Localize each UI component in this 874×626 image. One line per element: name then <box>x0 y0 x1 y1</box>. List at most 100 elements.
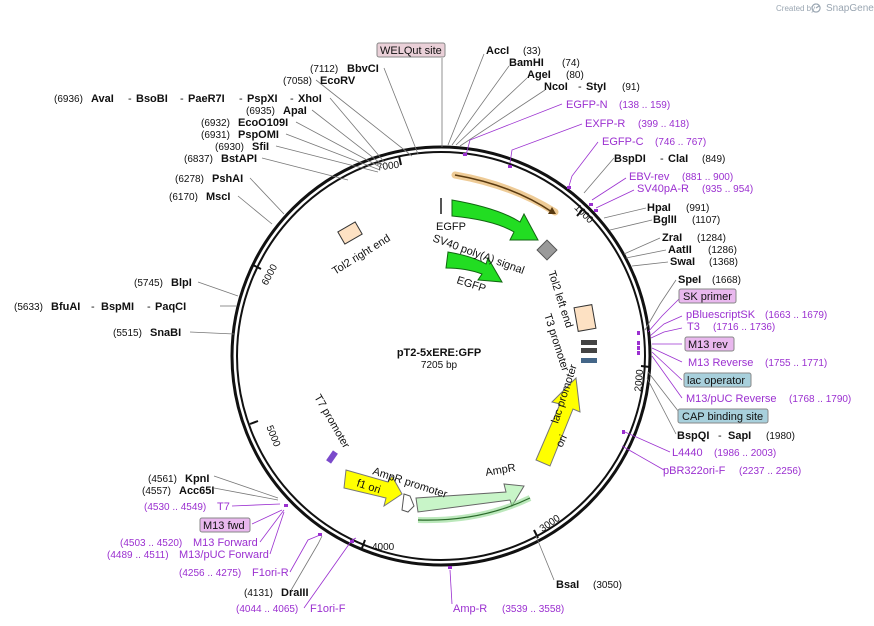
enzyme-bsai: BsaI (3050) <box>556 579 622 591</box>
enzyme-zrai: ZraI (1284) <box>662 232 726 244</box>
created-by-text: Created by <box>776 4 815 13</box>
svg-text:SV40pA-R: SV40pA-R <box>637 183 689 195</box>
svg-text:(746 .. 767): (746 .. 767) <box>655 137 706 148</box>
leader-lines <box>189 53 683 609</box>
primer-m13-forward: (4503 .. 4520) M13 Forward <box>120 537 258 549</box>
enzyme-snabi: (5515) SnaBI <box>113 327 181 339</box>
svg-text:KpnI: KpnI <box>185 473 209 485</box>
svg-text:(74): (74) <box>562 58 580 69</box>
svg-text:AccI: AccI <box>486 45 509 57</box>
svg-text:CAP binding site: CAP binding site <box>682 411 763 423</box>
enzyme-bbvci: (7112) BbvCI <box>310 63 379 75</box>
plasmid-name: pT2-5xERE:GFP <box>397 347 481 359</box>
svg-text:BbvCI: BbvCI <box>347 63 379 75</box>
svg-text:(4503 .. 4520): (4503 .. 4520) <box>120 538 182 549</box>
svg-text:PspOMI: PspOMI <box>238 129 279 141</box>
svg-text:ZraI: ZraI <box>662 232 682 244</box>
svg-text:-: - <box>718 430 722 442</box>
enzyme-msci: (6170) MscI <box>169 191 230 203</box>
enzyme-bspqi: BspQI - SapI (1980) <box>677 430 795 442</box>
svg-text:(1107): (1107) <box>692 215 720 226</box>
primer-t7: (4530 .. 4549) T7 <box>144 501 230 513</box>
primer-pbluescriptsk: pBluescriptSK (1663 .. 1679) <box>686 309 827 321</box>
svg-text:(4131): (4131) <box>244 588 273 599</box>
lac-operator-mark <box>581 348 597 353</box>
label-ori: ori <box>554 433 570 449</box>
svg-text:(138 .. 159): (138 .. 159) <box>619 100 670 111</box>
enzyme-blpi: (5745) BlpI <box>134 277 192 289</box>
svg-text:(881 .. 900): (881 .. 900) <box>682 172 733 183</box>
svg-text:(4489 .. 4511): (4489 .. 4511) <box>107 550 169 561</box>
svg-text:pBluescriptSK: pBluescriptSK <box>686 309 756 321</box>
svg-text:WELQut site: WELQut site <box>380 45 442 57</box>
svg-text:pBR322ori-F: pBR322ori-F <box>663 465 726 477</box>
enzyme-kpni: (4561) KpnI <box>148 473 209 485</box>
svg-text:(7058): (7058) <box>283 76 312 87</box>
primer-m13puc-reverse: M13/pUC Reverse (1768 .. 1790) <box>686 393 851 405</box>
svg-text:(1286): (1286) <box>708 245 737 256</box>
enzyme-ecoo109i: (6932) EcoO109I <box>201 117 288 129</box>
svg-text:BspMI: BspMI <box>101 301 134 313</box>
svg-text:XhoI: XhoI <box>298 93 322 105</box>
enzyme-apai: (6935) ApaI <box>246 105 307 117</box>
f1-ori-feature-arrow <box>343 469 403 508</box>
svg-text:BglII: BglII <box>653 214 677 226</box>
svg-text:NcoI: NcoI <box>544 81 568 93</box>
svg-text:(6170): (6170) <box>169 192 198 203</box>
svg-text:(5633): (5633) <box>14 302 43 313</box>
scale-ticks <box>249 155 651 549</box>
svg-text:AvaI: AvaI <box>91 93 114 105</box>
svg-text:M13 fwd: M13 fwd <box>203 520 245 532</box>
snapgene-logo-icon <box>811 3 821 13</box>
svg-text:lac operator: lac operator <box>687 375 745 387</box>
svg-text:(1768 .. 1790): (1768 .. 1790) <box>789 394 851 405</box>
welqut-site-label: WELQut site <box>376 42 446 58</box>
brand-name: SnapGene <box>826 3 874 14</box>
svg-text:PaeR7I: PaeR7I <box>188 93 225 105</box>
sk-primer-label: SK primer <box>678 288 737 304</box>
tick-label-5000: 5000 <box>263 424 282 449</box>
enzyme-draiii: (4131) DraIII <box>244 587 309 599</box>
tick-label-6000: 6000 <box>260 262 280 287</box>
svg-text:L4440: L4440 <box>672 447 703 459</box>
tick-label-4000: 4000 <box>372 542 395 553</box>
label-egfp-outer: EGFP <box>436 221 466 233</box>
svg-text:HpaI: HpaI <box>647 202 671 214</box>
svg-text:EBV-rev: EBV-rev <box>629 171 670 183</box>
tick-2000 <box>640 365 651 368</box>
svg-text:(1980): (1980) <box>766 431 795 442</box>
svg-text:(1368): (1368) <box>709 257 738 268</box>
t7-promoter-mark <box>326 450 338 464</box>
backbone-inner-ring <box>236 151 646 561</box>
egfp-feature-arrow <box>451 199 539 241</box>
enzyme-pspomi: (6931) PspOMI <box>201 129 279 141</box>
primer-exfp-r: EXFP-R (399 .. 418) <box>585 118 689 130</box>
tick-5000 <box>249 420 259 425</box>
snapgene-brand: Created by SnapGene <box>776 3 874 14</box>
enzyme-acc65i: (4557) Acc65I <box>142 485 214 497</box>
svg-text:(1755 .. 1771): (1755 .. 1771) <box>765 358 827 369</box>
svg-text:-: - <box>290 93 294 105</box>
svg-text:(6837): (6837) <box>184 154 213 165</box>
svg-text:(5515): (5515) <box>113 328 142 339</box>
svg-text:(5745): (5745) <box>134 278 163 289</box>
svg-text:(91): (91) <box>622 82 640 93</box>
tick-6000 <box>252 264 262 270</box>
svg-text:EcoRV: EcoRV <box>320 75 356 87</box>
svg-text:ClaI: ClaI <box>668 153 688 165</box>
svg-text:BlpI: BlpI <box>171 277 192 289</box>
svg-text:SnaBI: SnaBI <box>150 327 181 339</box>
ampr-promoter-arrow <box>401 493 415 513</box>
primer-ebv-rev: EBV-rev (881 .. 900) <box>629 171 733 183</box>
svg-text:Amp-R: Amp-R <box>453 603 487 615</box>
amp-primer-arc-line <box>417 497 531 521</box>
svg-text:PspXI: PspXI <box>247 93 278 105</box>
svg-text:-: - <box>578 81 582 93</box>
primer-pbr322ori-f: pBR322ori-F (2237 .. 2256) <box>663 465 801 477</box>
svg-text:(80): (80) <box>566 70 584 81</box>
svg-text:(6930): (6930) <box>215 142 244 153</box>
svg-text:(2237 .. 2256): (2237 .. 2256) <box>739 466 801 477</box>
svg-text:BspQI: BspQI <box>677 430 709 442</box>
svg-text:(6935): (6935) <box>246 106 275 117</box>
